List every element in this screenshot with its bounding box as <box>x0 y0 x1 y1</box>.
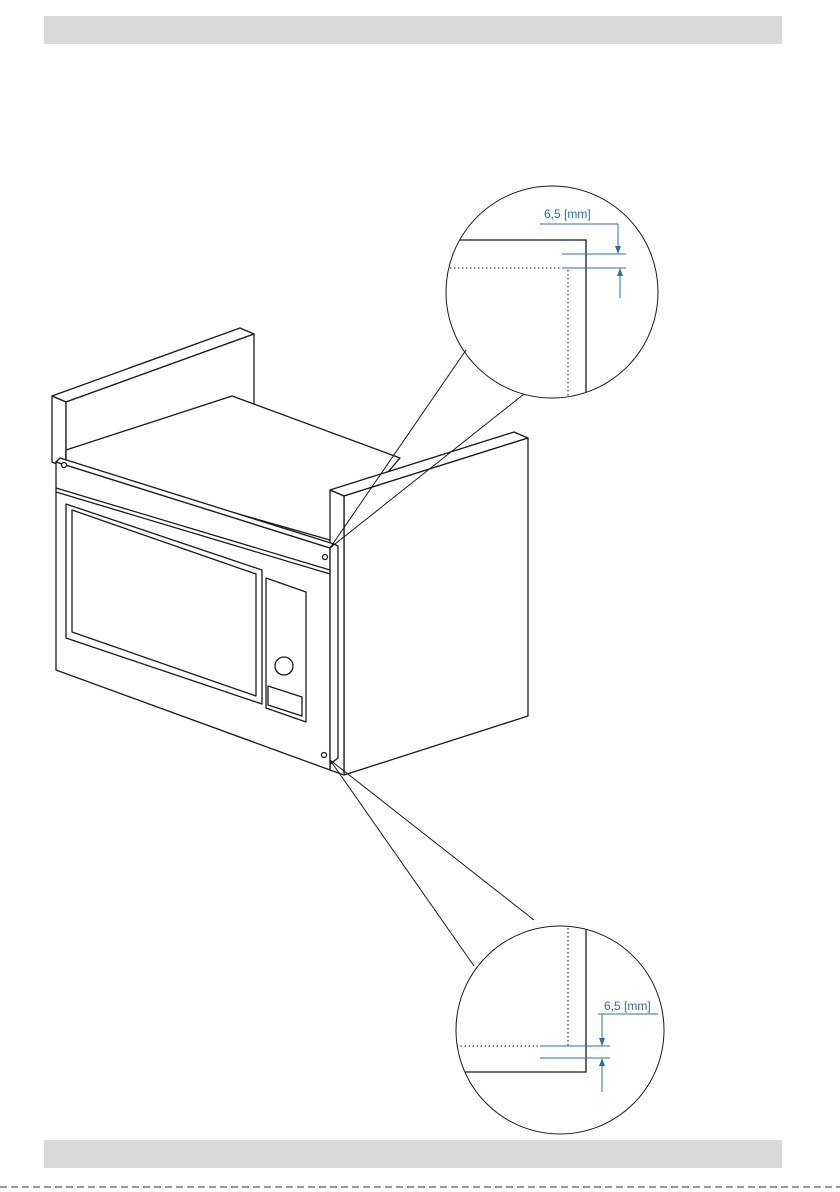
callout-bottom <box>330 760 664 1134</box>
footer-bar <box>44 1140 782 1168</box>
oven-control-panel <box>266 578 306 722</box>
dimension-label-bottom: 6,5 [mm] <box>604 999 651 1013</box>
cabinet-right-panel <box>330 432 528 775</box>
control-knob <box>275 657 293 675</box>
dimension-bottom <box>540 1014 658 1092</box>
page-edge-dashes <box>0 1186 840 1188</box>
dimension-label-top: 6,5 [mm] <box>544 207 591 221</box>
dimension-top <box>540 224 626 298</box>
